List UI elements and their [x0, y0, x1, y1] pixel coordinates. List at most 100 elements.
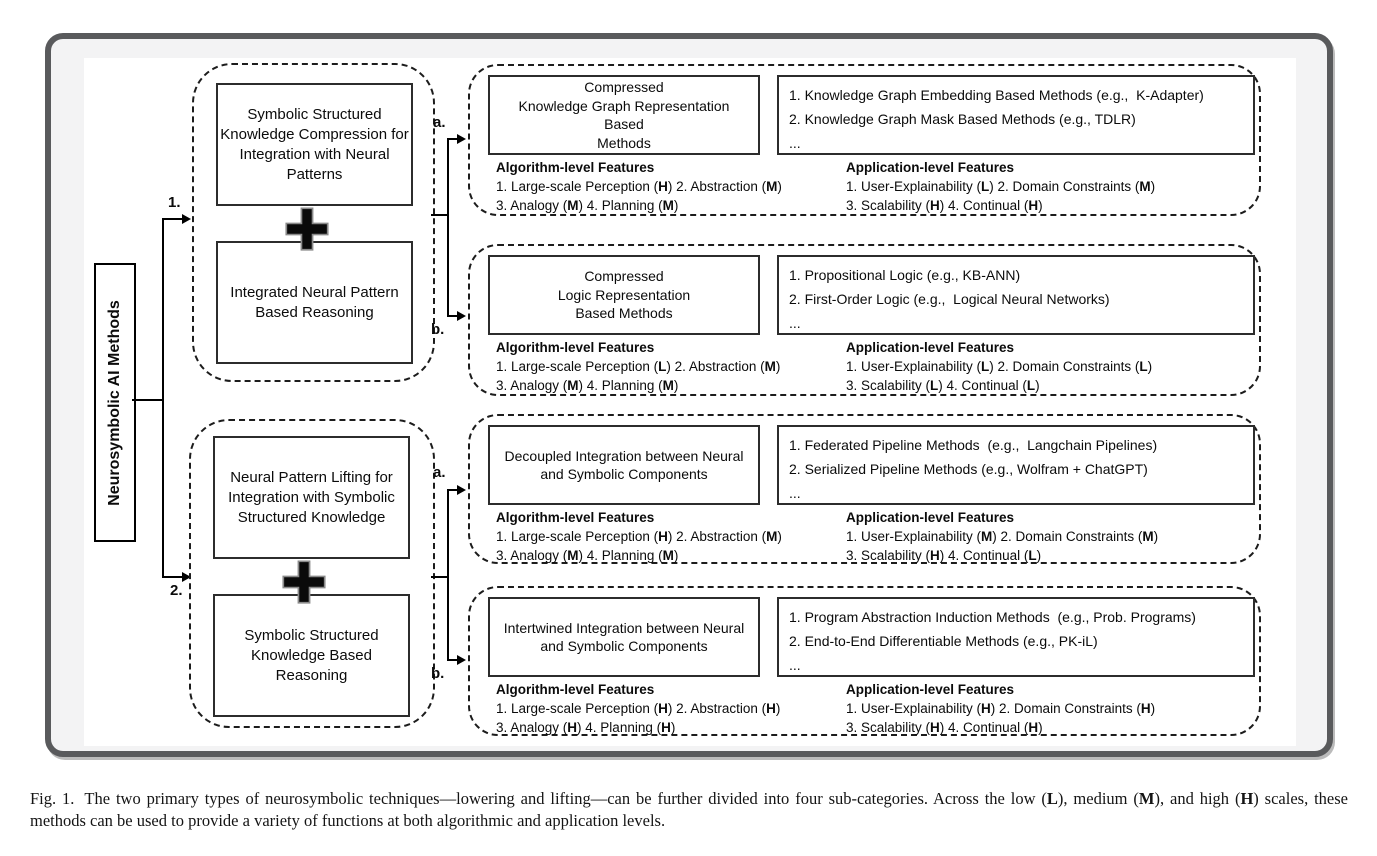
subcategory-panel: Compressed Knowledge Graph Representatio…	[468, 64, 1261, 216]
algorithm-features: Algorithm-level Features 1. Large-scale …	[496, 508, 841, 565]
connector-line	[431, 576, 449, 578]
examples-box: 1. Propositional Logic (e.g., KB-ANN) 2. …	[777, 255, 1255, 335]
branch-box: Integrated Neural Pattern Based Reasonin…	[216, 241, 413, 364]
examples-box: 1. Federated Pipeline Methods (e.g., Lan…	[777, 425, 1255, 505]
arrowhead-icon	[457, 655, 466, 665]
root-node: Neurosymbolic AI Methods	[94, 263, 136, 542]
arrowhead-icon	[182, 572, 191, 582]
algorithm-features-heading: Algorithm-level Features	[496, 340, 655, 355]
example-item: 1. Knowledge Graph Embedding Based Metho…	[789, 87, 1204, 103]
arrowhead-icon	[457, 134, 466, 144]
algorithm-features-heading: Algorithm-level Features	[496, 160, 655, 175]
branch-box-label: Symbolic Structured Knowledge Based Reas…	[244, 626, 379, 684]
connector-line	[431, 214, 449, 216]
branch-box: Neural Pattern Lifting for Integration w…	[213, 436, 410, 559]
connector-line	[132, 399, 163, 401]
subcategory-panel: Decoupled Integration between Neural and…	[468, 414, 1261, 564]
feature-row: 3. Analogy (H) 4. Planning (H)	[496, 720, 676, 735]
example-item: 2. End-to-End Differentiable Methods (e.…	[789, 633, 1098, 649]
example-item: 2. First-Order Logic (e.g., Logical Neur…	[789, 291, 1110, 307]
arrowhead-icon	[182, 214, 191, 224]
method-box: Decoupled Integration between Neural and…	[488, 425, 760, 505]
feature-row: 1. Large-scale Perception (L) 2. Abstrac…	[496, 359, 781, 374]
application-features: Application-level Features 1. User-Expla…	[846, 508, 1256, 565]
branch-box: Symbolic Structured Knowledge Compressio…	[216, 83, 413, 206]
example-item: 1. Propositional Logic (e.g., KB-ANN)	[789, 267, 1021, 283]
figure-number-label: Fig. 1.	[30, 789, 75, 808]
application-features-heading: Application-level Features	[846, 510, 1015, 525]
subcategory-letter-label: b.	[431, 665, 445, 682]
feature-row: 3. Scalability (L) 4. Continual (L)	[846, 378, 1040, 393]
connector-line	[447, 659, 459, 661]
feature-row: 1. User-Explainability (H) 2. Domain Con…	[846, 701, 1156, 716]
application-features-heading: Application-level Features	[846, 160, 1015, 175]
method-label: Compressed Knowledge Graph Representatio…	[518, 79, 730, 151]
connector-line	[162, 218, 184, 220]
application-features: Application-level Features 1. User-Expla…	[846, 338, 1256, 395]
feature-row: 1. Large-scale Perception (H) 2. Abstrac…	[496, 529, 782, 544]
example-item: 1. Federated Pipeline Methods (e.g., Lan…	[789, 437, 1158, 453]
feature-row: 3. Analogy (M) 4. Planning (M)	[496, 198, 679, 213]
feature-row: 1. User-Explainability (L) 2. Domain Con…	[846, 359, 1153, 374]
figure-caption: Fig. 1.The two primary types of neurosym…	[30, 789, 1349, 830]
branch-group-lifting: Neural Pattern Lifting for Integration w…	[189, 419, 435, 728]
algorithm-features-heading: Algorithm-level Features	[496, 510, 655, 525]
feature-row: 3. Scalability (H) 4. Continual (L)	[846, 548, 1042, 563]
plus-icon	[284, 206, 330, 252]
method-label: Intertwined Integration between Neural a…	[503, 619, 745, 655]
branch-box-label: Neural Pattern Lifting for Integration w…	[228, 468, 395, 526]
method-box: Intertwined Integration between Neural a…	[488, 597, 760, 677]
branch-number-label: 2.	[170, 582, 183, 599]
figure-card: Neurosymbolic AI Methods 1. 2. Symbolic …	[45, 33, 1333, 757]
subcategory-panel: Compressed Logic Representation Based Me…	[468, 244, 1261, 396]
connector-line	[447, 315, 459, 317]
example-item: ...	[789, 485, 801, 501]
arrowhead-icon	[457, 485, 466, 495]
feature-row: 1. Large-scale Perception (H) 2. Abstrac…	[496, 701, 781, 716]
feature-row: 3. Analogy (M) 4. Planning (M)	[496, 548, 679, 563]
subcategory-letter-label: a.	[433, 114, 446, 131]
method-label: Compressed Logic Representation Based Me…	[557, 268, 691, 322]
algorithm-features: Algorithm-level Features 1. Large-scale …	[496, 158, 841, 215]
example-item: ...	[789, 657, 801, 673]
connector-line	[447, 138, 449, 317]
algorithm-features: Algorithm-level Features 1. Large-scale …	[496, 338, 841, 395]
feature-row: 1. User-Explainability (M) 2. Domain Con…	[846, 529, 1159, 544]
branch-box-label: Integrated Neural Pattern Based Reasonin…	[230, 283, 399, 321]
method-box: Compressed Knowledge Graph Representatio…	[488, 75, 760, 155]
branch-number-label: 1.	[168, 194, 181, 211]
feature-row: 3. Analogy (M) 4. Planning (M)	[496, 378, 679, 393]
algorithm-features: Algorithm-level Features 1. Large-scale …	[496, 680, 841, 737]
application-features-heading: Application-level Features	[846, 340, 1015, 355]
connector-line	[447, 489, 459, 491]
method-box: Compressed Logic Representation Based Me…	[488, 255, 760, 335]
subcategory-panel: Intertwined Integration between Neural a…	[468, 586, 1261, 736]
connector-line	[162, 576, 184, 578]
diagram-canvas: Neurosymbolic AI Methods 1. 2. Symbolic …	[84, 58, 1296, 746]
example-item: 1. Program Abstraction Induction Methods…	[789, 609, 1196, 625]
subcategory-letter-label: a.	[433, 464, 446, 481]
application-features: Application-level Features 1. User-Expla…	[846, 680, 1256, 737]
algorithm-features-heading: Algorithm-level Features	[496, 682, 655, 697]
connector-line	[447, 489, 449, 661]
example-item: 2. Serialized Pipeline Methods (e.g., Wo…	[789, 461, 1148, 477]
connector-line	[447, 138, 459, 140]
example-item: 2. Knowledge Graph Mask Based Methods (e…	[789, 111, 1136, 127]
plus-icon	[281, 559, 327, 605]
feature-row: 3. Scalability (H) 4. Continual (H)	[846, 198, 1043, 213]
root-label: Neurosymbolic AI Methods	[106, 299, 123, 506]
application-features-heading: Application-level Features	[846, 682, 1015, 697]
examples-box: 1. Knowledge Graph Embedding Based Metho…	[777, 75, 1255, 155]
subcategory-letter-label: b.	[431, 321, 445, 338]
arrowhead-icon	[457, 311, 466, 321]
example-item: ...	[789, 315, 801, 331]
method-label: Decoupled Integration between Neural and…	[504, 447, 744, 483]
feature-row: 1. Large-scale Perception (H) 2. Abstrac…	[496, 179, 782, 194]
feature-row: 1. User-Explainability (L) 2. Domain Con…	[846, 179, 1156, 194]
connector-line	[162, 218, 164, 578]
branch-box: Symbolic Structured Knowledge Based Reas…	[213, 594, 410, 717]
branch-group-lowering: Symbolic Structured Knowledge Compressio…	[192, 63, 435, 382]
feature-row: 3. Scalability (H) 4. Continual (H)	[846, 720, 1043, 735]
branch-box-label: Symbolic Structured Knowledge Compressio…	[220, 105, 409, 183]
